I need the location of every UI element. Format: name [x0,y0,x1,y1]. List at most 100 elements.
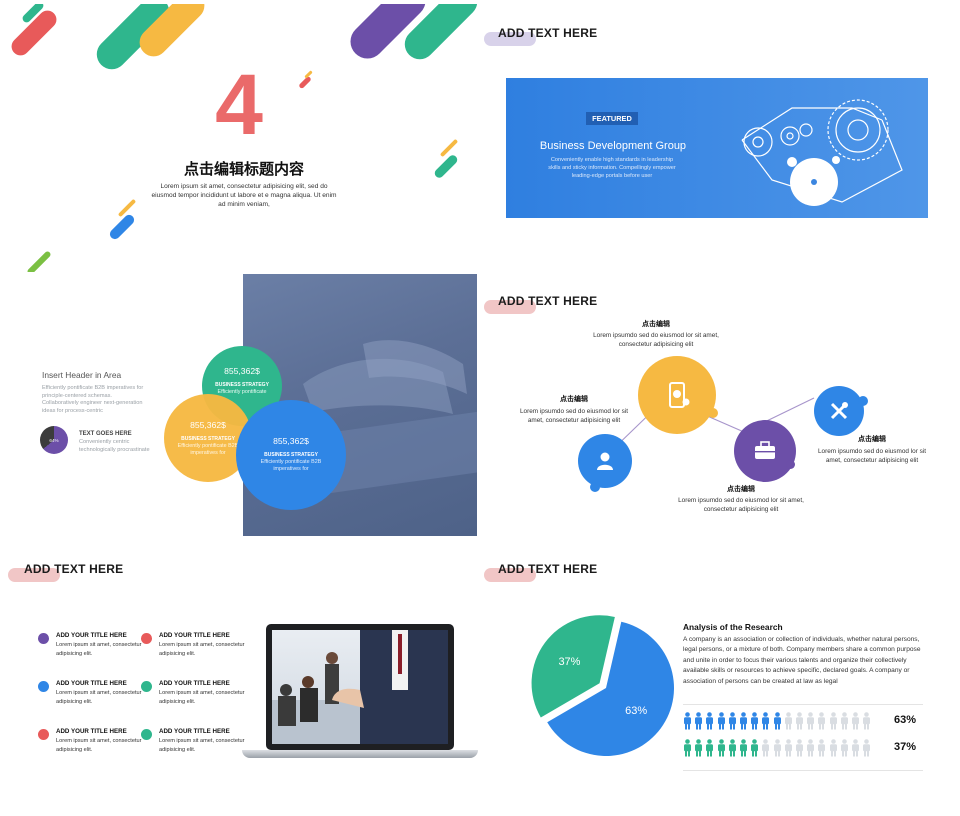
bullet-dot [38,681,49,692]
person-icon [840,712,848,730]
person-icon [706,739,714,757]
bullet-dot [38,633,49,644]
people-row-label: 63% [894,714,917,726]
person-icon [684,739,691,757]
pie-slice [547,621,674,756]
bullet-dot [38,729,49,740]
item-title: ADD YOUR TITLE HERE [159,728,230,735]
bubble-body: Efficiently pontificate [217,389,267,395]
bubble-blue: 855,362$ BUSINESS STRATEGY Efficiently p… [236,400,346,510]
analysis-title: Analysis of the Research [683,622,783,632]
step-title: 点击编辑 [560,396,588,403]
slide-header: ADD TEXT HERE [24,562,124,576]
person-icon [807,739,815,757]
person-icon [717,739,725,757]
hands-keyboard-image [299,340,477,497]
bubble-title: BUSINESS STRATEGY [181,436,235,442]
step-body: Lorem ipsumdo sed do eiusmod lor sit ame… [593,332,719,348]
deco-pill [26,250,52,272]
analysis-body: A company is an association or collectio… [683,636,921,685]
person-icon [728,739,736,757]
person-icon [807,712,815,730]
item-title: ADD YOUR TITLE HERE [159,680,230,687]
tools-icon [830,402,848,420]
item-body: Lorem ipsum sit amet, consectetur adipis… [159,690,245,705]
item-body: Lorem ipsum sit amet, consectetur adipis… [56,690,142,705]
person-icon [740,739,747,757]
featured-badge: FEATURED [586,112,638,125]
person-icon [818,739,826,757]
side-body: Efficiently pontificate B2B imperatives … [42,385,144,414]
header-accent-bar [484,568,536,582]
step-dot [786,460,795,469]
step-dot [708,408,718,418]
person-icon [684,712,691,730]
person-icon [762,712,770,730]
person-icon [829,712,837,730]
slide-header: ADD TEXT HERE [498,294,598,308]
item-body: Lorem ipsum sit amet, consectetur adipis… [159,642,245,657]
item-body: Lorem ipsum sit amet, consectetur adipis… [56,738,142,753]
pie-slice [531,615,615,718]
item-body: Lorem ipsum sit amet, consectetur adipis… [159,738,245,753]
step-title: 点击编辑 [727,486,755,493]
step-title: 点击编辑 [858,436,886,443]
person-icon [863,712,871,730]
person-icon [728,712,736,730]
item-title: ADD YOUR TITLE HERE [56,680,127,687]
legend-body: Conveniently centric technologically pro… [79,439,150,453]
percent-donut: 64% [40,426,68,454]
person-icon [773,712,781,730]
handshake-business-image [272,630,448,744]
step-body: Lorem ipsumdo sed do eiusmod lor sit ame… [818,448,926,464]
bullet-dot [141,729,152,740]
featured-banner: FEATURED Business Development Group Conv… [506,78,928,218]
briefcase-icon [755,441,775,459]
step-circle-blue [578,434,632,488]
laptop-base [242,750,478,758]
slide-5: ADD TEXT HERE ADD YOUR TITLE HERE Lorem i… [4,540,480,808]
banner-body: Conveniently enable high standards in le… [548,157,676,179]
person-icon [796,739,803,757]
deco-pill [439,138,459,158]
item-body: Lorem ipsum sit amet, consectetur adipis… [56,642,142,657]
meeting-photo [272,630,448,744]
divider [683,704,923,705]
slide-2: ADD TEXT HERE FEATURED Business Developm… [480,4,956,272]
header-accent-bar [484,32,536,46]
slide-3: Insert Header in Area Efficiently pontif… [4,272,480,540]
person-icon [796,712,803,730]
laptop [242,624,478,764]
slide-4: ADD TEXT HERE 点击编辑 Lorem ipsumdo sed do … [480,272,956,540]
person-icon [829,739,837,757]
person-icon [751,712,759,730]
person-icon [695,712,703,730]
header-accent-bar [484,300,536,314]
item-title: ADD YOUR TITLE HERE [56,728,127,735]
person-icon [695,739,703,757]
person-icon [840,739,848,757]
person-icon [751,739,759,757]
banner-title: Business Development Group [539,140,687,152]
deco-pill [432,153,460,180]
person-icon [852,712,859,730]
person-icon [717,712,725,730]
step-body: Lorem ipsumdo sed do eiusmod lor sit ame… [520,408,628,424]
slide-body: Lorem ipsum sit amet, consectetur adipis… [151,183,337,208]
person-icon [773,739,781,757]
bubble-title: BUSINESS STRATEGY [264,452,318,458]
bubble-body: Efficiently pontificate B2B imperatives … [177,443,239,456]
bubble-value: 855,362$ [190,420,226,430]
step-title: 点击编辑 [642,321,670,328]
money-phone-icon [669,382,690,408]
pie-slice-label: 63% [625,705,647,717]
item-title: ADD YOUR TITLE HERE [56,632,127,639]
bubble-value: 855,362$ [273,436,309,446]
step-dot [590,482,600,492]
slide-header: ADD TEXT HERE [498,562,598,576]
deco-pill [107,212,137,242]
person-icon [740,712,747,730]
item-title: ADD YOUR TITLE HERE [159,632,230,639]
person-icon [784,739,792,757]
pie-slice-label: 37% [558,656,580,668]
